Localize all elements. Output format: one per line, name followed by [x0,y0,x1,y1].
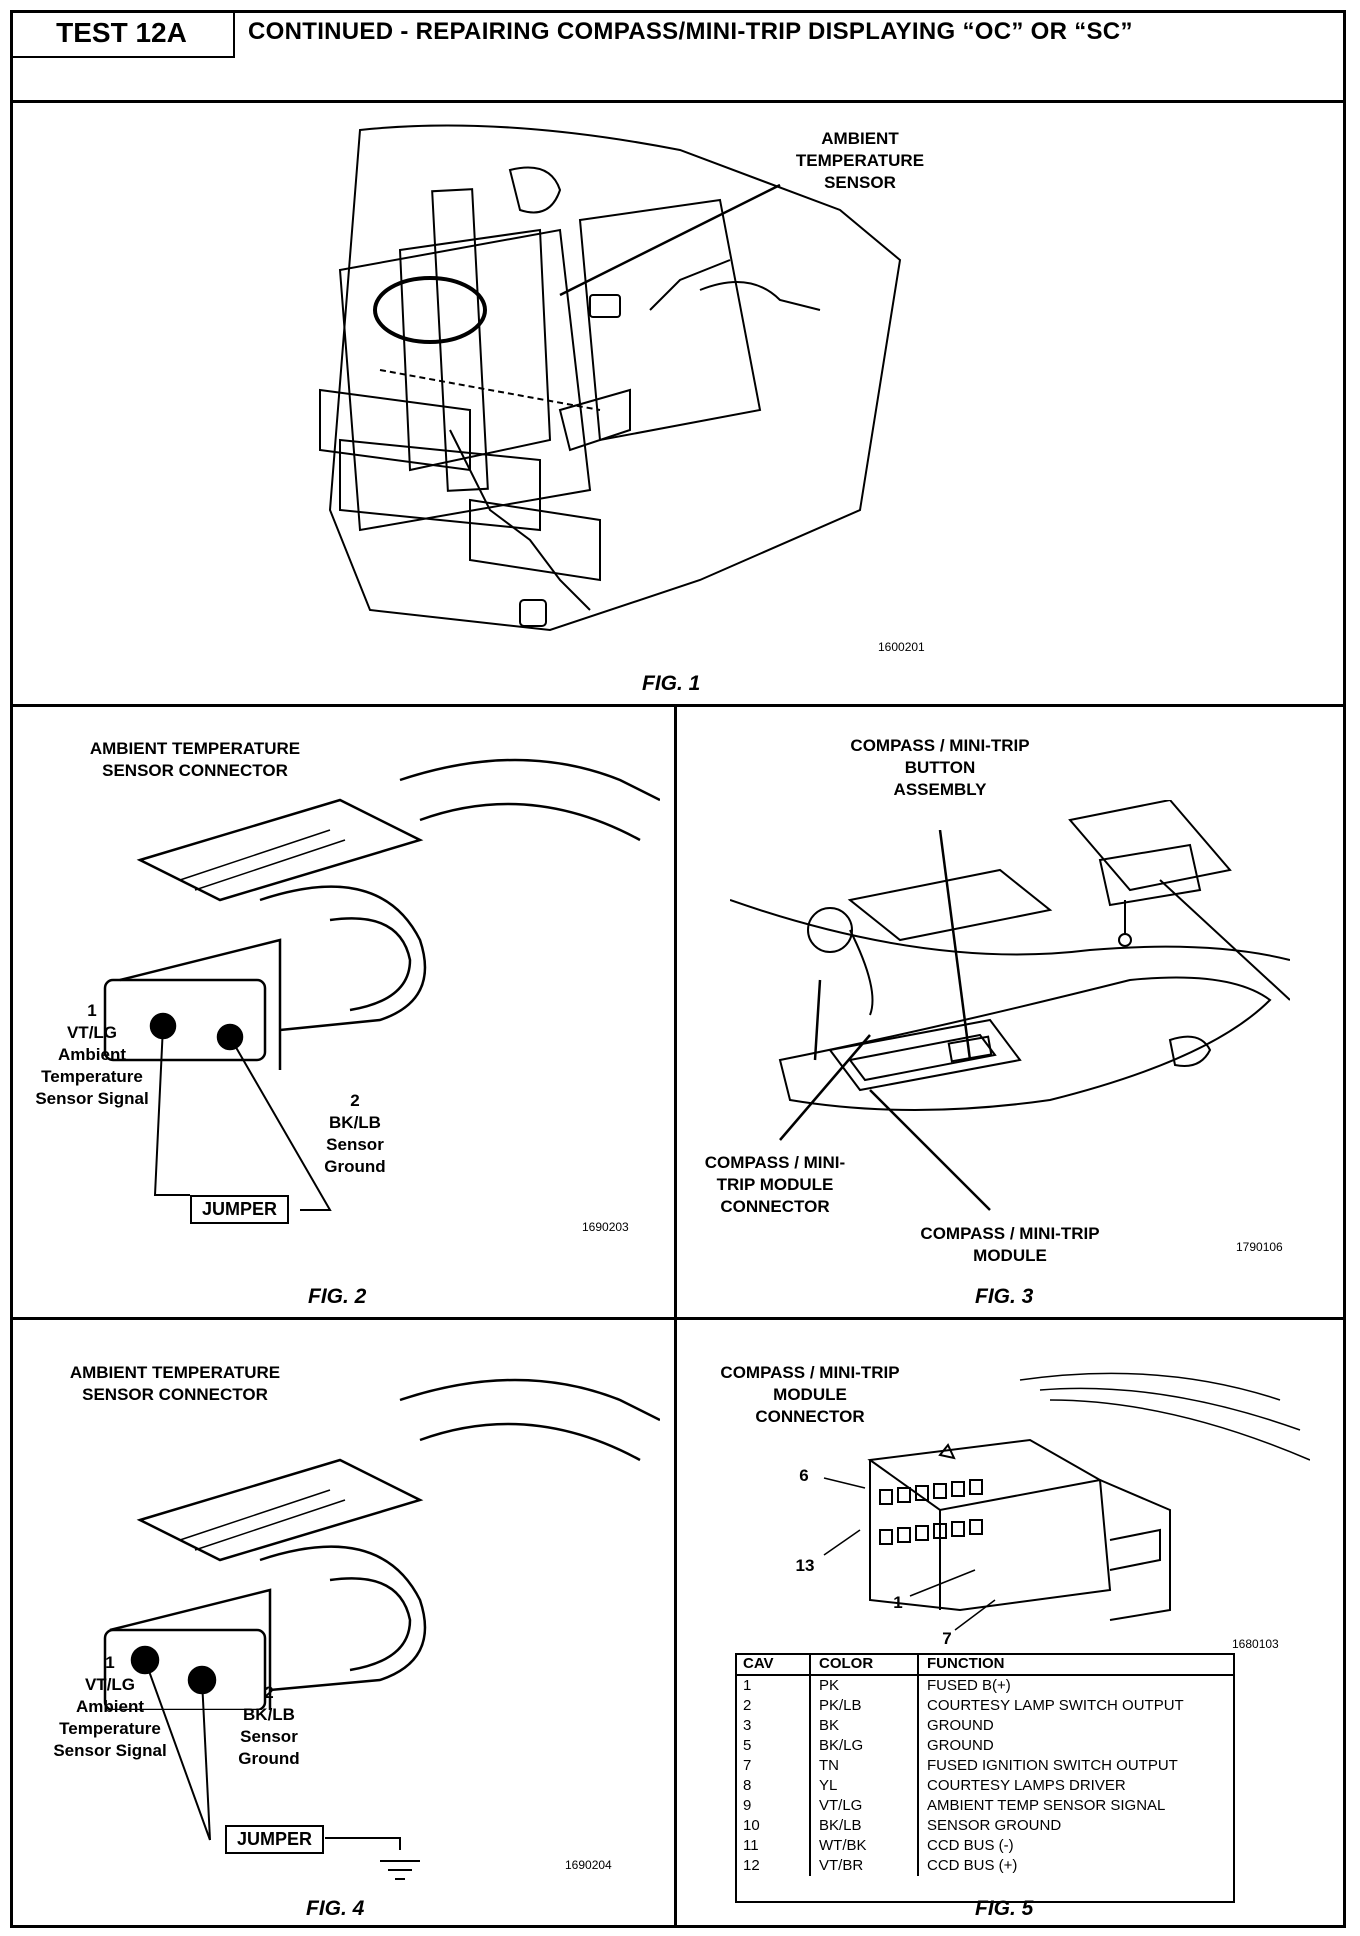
table-header-row: CAV COLOR FUNCTION [735,1653,1235,1676]
table-cell: 10 [743,1817,760,1834]
figure-caption: FIG. 1 [642,672,701,695]
figure-caption: FIG. 5 [975,1897,1034,1920]
module-connector-label: COMPASS / MINI- TRIP MODULE CONNECTOR [704,1153,846,1216]
divider [10,704,1346,707]
table-cell: BK [809,1716,918,1736]
jumper-wires [153,1025,332,1211]
page-title: CONTINUED - REPAIRING COMPASS/MINI-TRIP … [248,18,1133,45]
pin-label-7: 7 [942,1629,952,1648]
test-id: TEST 12A [10,10,235,58]
module-connector-title: COMPASS / MINI-TRIP MODULE CONNECTOR [720,1363,900,1426]
table-cell: 9 [743,1797,752,1814]
pin-label-1: 1 [893,1593,903,1612]
connector-illustration [867,1372,1310,1621]
figure-code: 1680103 [1232,1637,1279,1651]
table-cell: TN [809,1756,918,1776]
overhead-console-illustration [730,800,1290,1111]
table-cell: WT/BK [809,1836,918,1856]
figure-code: 1690204 [565,1858,612,1872]
module-label: COMPASS / MINI-TRIP MODULE [920,1224,1100,1265]
pin-2-label: 2 BK/LB Sensor Ground [324,1091,386,1176]
table-cell: FUSED IGNITION SWITCH OUTPUT [917,1756,1235,1776]
page-frame [10,10,1346,1928]
table-cell: 3 [743,1717,752,1734]
table-cell: BK/LB [809,1816,918,1836]
table-cell: 8 [743,1777,752,1794]
table-cell: FUSED B(+) [917,1675,1235,1696]
table-cell: 12 [743,1857,760,1874]
figure-code: 1690203 [582,1220,629,1234]
column-header: CAV [735,1653,810,1676]
pin-1-label: 1 VT/LG Ambient Temperature Sensor Signa… [35,1001,149,1108]
table-cell: PK [809,1675,918,1696]
figure-caption: FIG. 2 [308,1285,367,1308]
ground-icon [380,1860,420,1880]
ambient-temp-sensor-label: AMBIENT TEMPERATURE SENSOR [795,129,925,192]
divider [674,704,677,1928]
pin-2-label: 2 BK/LB Sensor Ground [238,1683,300,1768]
table-cell: 7 [743,1757,752,1774]
jumper-box: JUMPER [225,1825,325,1854]
callout-lines [779,830,991,1211]
pin-1-label: 1 VT/LG Ambient Temperature Sensor Signa… [53,1653,167,1760]
sensor-callout-line [559,183,781,297]
table-cell: SENSOR GROUND [917,1816,1235,1836]
table-cell: 5 [743,1737,752,1754]
table-cell: YL [809,1776,918,1796]
figure-caption: FIG. 3 [975,1285,1034,1308]
table-cell: GROUND [917,1716,1235,1736]
table-cell: CCD BUS (-) [917,1836,1235,1856]
connector-title: AMBIENT TEMPERATURE SENSOR CONNECTOR [69,1363,281,1404]
grille-illustration [319,124,902,632]
table-cell: PK/LB [809,1696,918,1716]
column-header: FUNCTION [917,1653,1235,1676]
figure-code: 1790106 [1236,1240,1283,1254]
table-cell: COURTESY LAMPS DRIVER [917,1776,1235,1796]
figure-code: 1600201 [878,640,925,654]
column-header: COLOR [809,1653,918,1676]
table-cell: 2 [743,1697,752,1714]
pin-leader-lines [823,1477,996,1631]
table-cell: COURTESY LAMP SWITCH OUTPUT [917,1696,1235,1716]
table-cell: VT/LG [809,1796,918,1816]
divider [10,1317,1346,1320]
divider [10,100,1346,103]
button-assembly-label: COMPASS / MINI-TRIP BUTTON ASSEMBLY [850,736,1030,799]
pin-label-6: 6 [799,1466,809,1485]
table-cell: 11 [743,1837,759,1854]
table-cell: CCD BUS (+) [917,1856,1235,1876]
jumper-box: JUMPER [190,1195,290,1224]
table-cell: 1 [743,1677,752,1694]
table-cell: AMBIENT TEMP SENSOR SIGNAL [917,1796,1235,1816]
pin-label-13: 13 [795,1556,815,1575]
table-cell: GROUND [917,1736,1235,1756]
table-cell: BK/LG [809,1736,918,1756]
jumper-ground-wires [147,1670,401,1850]
connector-title: AMBIENT TEMPERATURE SENSOR CONNECTOR [89,739,301,780]
figure-caption: FIG. 4 [306,1897,365,1920]
connector-illustration [103,1378,660,1710]
table-cell: VT/BR [809,1856,918,1876]
